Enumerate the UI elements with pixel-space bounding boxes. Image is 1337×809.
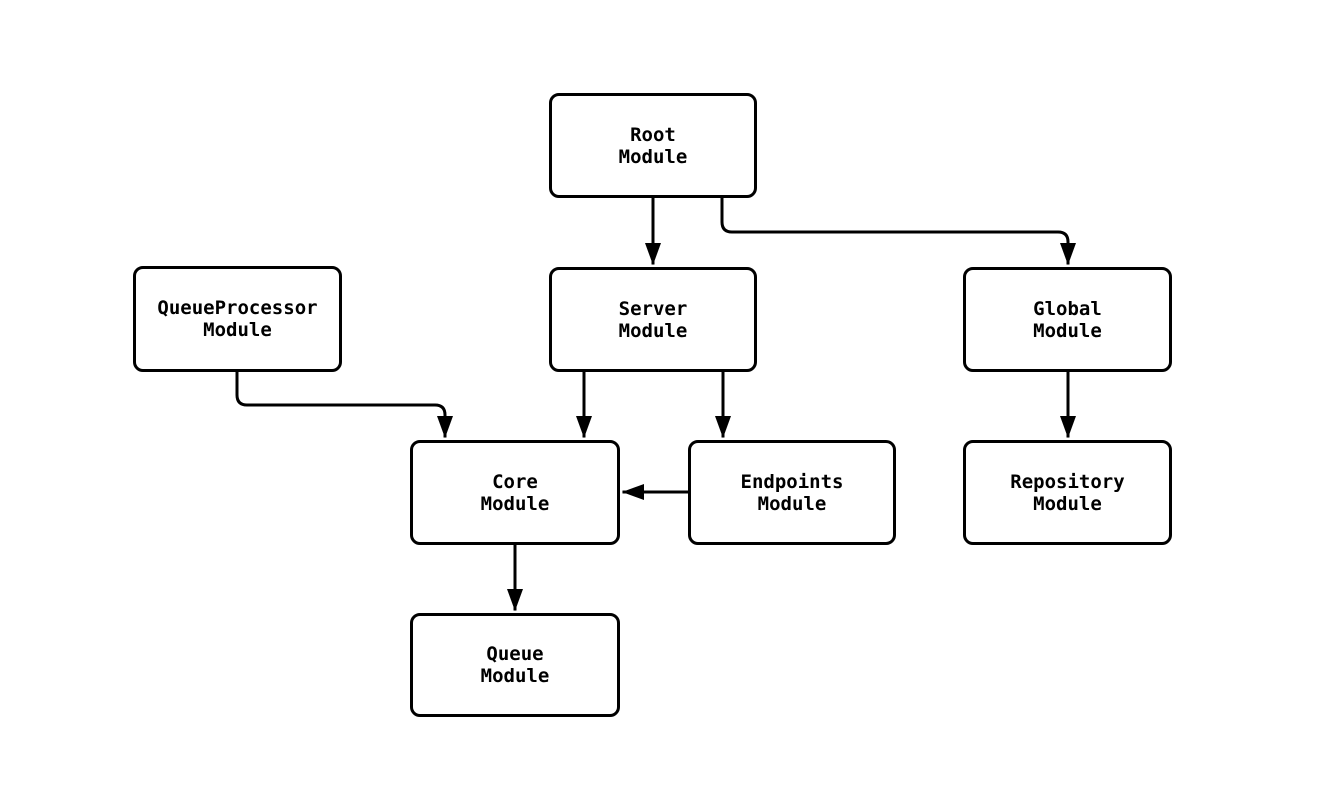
edge-root-to-global	[720, 196, 1076, 265]
node-queue-label-line: Module	[480, 665, 550, 687]
node-endpoints-label-line: Module	[757, 492, 827, 515]
node-server-label-line: Server	[618, 297, 688, 320]
node-global-label-line: Global	[1033, 297, 1102, 320]
node-core-label-line: Core	[492, 470, 538, 493]
node-queue-processor-label-line: Module	[203, 319, 272, 341]
node-server-label-line: Module	[618, 319, 688, 342]
node-endpoints-label-line: Endpoints	[740, 470, 844, 493]
node-repository-label-line: Module	[1033, 492, 1102, 515]
node-root-label-line: Root	[630, 123, 676, 146]
edge-queue-processor-to-core	[235, 370, 453, 438]
node-queue-label-line: Queue	[486, 643, 544, 665]
node-repository-label-line: Repository	[1010, 470, 1125, 493]
node-core-label-line: Module	[480, 492, 550, 515]
node-queue-processor-label-line: QueueProcessor	[157, 297, 318, 319]
node-root-label-line: Module	[618, 145, 688, 168]
node-global-label-line: Module	[1033, 319, 1102, 342]
